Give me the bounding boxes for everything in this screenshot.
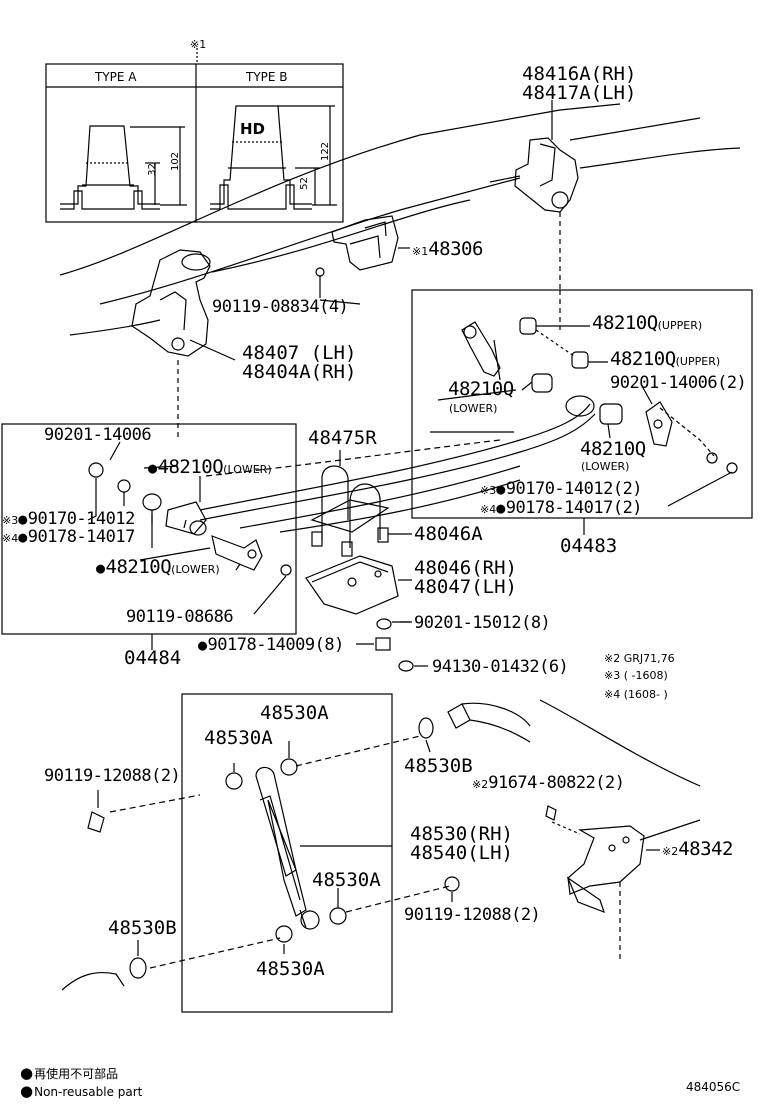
- label-90170-14012: ※390170-14012: [2, 509, 135, 530]
- label-48306: ※148306: [412, 240, 483, 261]
- label-48404a: 48404A(RH): [242, 361, 357, 383]
- label-04483: 04483: [560, 535, 618, 557]
- part-48210q-lower-l2: 48210Q: [96, 556, 172, 578]
- frame-outline: [59, 103, 741, 336]
- note-48210q-lower-l1: (LOWER): [223, 463, 272, 476]
- label-48475r: 48475R: [308, 427, 377, 449]
- hd-mark: HD: [240, 120, 266, 138]
- label-90178-14017: ※490178-14017: [2, 527, 135, 548]
- label-48530: 48530(RH): [410, 823, 513, 845]
- label-94130-01432: 94130-01432(6): [432, 657, 569, 677]
- dim-a-outer: 102: [170, 151, 182, 172]
- label-90119-08834: 90119-08834(4): [212, 297, 349, 317]
- top-mark: ※1: [190, 38, 207, 51]
- shock-mount-hardware: [61, 699, 701, 991]
- mark-90178-14017: ※4: [2, 532, 19, 545]
- label-48530a-1: 48530A: [260, 702, 329, 724]
- label-48530b-2: 48530B: [108, 917, 177, 939]
- label-48210q-upper-2: 48210Q(UPPER): [610, 350, 720, 371]
- label-48416a: 48416A(RH): [522, 63, 637, 85]
- figure-code: 484056C: [686, 1080, 741, 1094]
- note-48210q-lower-l2: (LOWER): [171, 563, 220, 576]
- dim-b-inner: 52: [298, 177, 310, 190]
- leader-lines: [109, 299, 517, 623]
- legend-en: Non-reusable part: [20, 1082, 142, 1100]
- dim-b-outer: 122: [320, 141, 332, 162]
- label-48417a: 48417A(LH): [522, 82, 637, 104]
- note-48210q-upper-1: (UPPER): [657, 319, 703, 332]
- kit-box-04484: [1, 423, 297, 650]
- label-90201-14006-2: 90201-14006(2): [610, 373, 747, 393]
- note-48210q-lower-r2: (LOWER): [581, 460, 630, 473]
- part-90178-14017: 90178-14017: [18, 527, 135, 547]
- u-bolt-assembly: [310, 450, 412, 557]
- part-48342: 48342: [678, 838, 733, 860]
- shock-absorber-box: [109, 693, 451, 1013]
- spring-seat-plate: [305, 555, 412, 615]
- part-91674-80822: 91674-80822(2): [488, 773, 625, 793]
- label-48530a-2: 48530A: [204, 727, 273, 749]
- dim-a-inner: 32: [146, 163, 158, 176]
- label-48530b-1: 48530B: [404, 755, 473, 777]
- label-48407: 48407 (LH): [242, 342, 357, 364]
- label-48210q-lower-r1: 48210Q: [448, 378, 514, 400]
- note-2: ※2 GRJ71,76: [604, 652, 675, 665]
- kit-box-04483: [411, 212, 753, 535]
- part-90170-14012: 90170-14012: [18, 509, 135, 529]
- label-90201-15012: 90201-15012(8): [414, 613, 551, 633]
- bump-stopper-bracket: [315, 215, 410, 298]
- label-91674-80822: ※291674-80822(2): [472, 774, 625, 794]
- legend-jp-text: 再使用不可部品: [20, 1067, 118, 1081]
- mark-90170-14012-2: ※3: [480, 484, 497, 497]
- mark-91674-80822: ※2: [472, 778, 489, 791]
- type-b-header: TYPE B: [246, 70, 288, 84]
- mark-48342: ※2: [662, 845, 679, 858]
- part-48210q-upper-2: 48210Q: [610, 348, 676, 370]
- note-48210q-lower-r1: (LOWER): [449, 402, 498, 415]
- note-48210q-upper-2: (UPPER): [675, 355, 721, 368]
- note-4: ※4 (1608- ): [604, 688, 668, 701]
- part-90178-14017-2: 90178-14017(2): [496, 498, 642, 518]
- part-48210q-upper-1: 48210Q: [592, 312, 658, 334]
- part-48210q-lower-l1: 48210Q: [148, 456, 224, 478]
- spring-hanger-rear: [131, 249, 236, 440]
- note-3: ※3 ( -1608): [604, 669, 668, 682]
- label-48046a: 48046A: [414, 523, 483, 545]
- label-48342: ※248342: [662, 840, 733, 861]
- label-48046: 48046(RH): [414, 557, 517, 579]
- label-48210q-lower-l1: 48210Q(LOWER): [148, 456, 272, 479]
- label-48210q-lower-l2: 48210Q(LOWER): [96, 556, 220, 579]
- part-90178-14009: 90178-14009(8): [198, 635, 344, 655]
- label-04484: 04484: [124, 647, 182, 669]
- mark-90170-14012: ※3: [2, 514, 19, 527]
- label-90119-08686: 90119-08686: [126, 607, 234, 627]
- mark-90178-14017-2: ※4: [480, 503, 497, 516]
- label-90170-14012-2: ※390170-14012(2): [480, 479, 643, 500]
- mark-48306: ※1: [412, 245, 429, 258]
- part-48306: 48306: [428, 238, 483, 260]
- legend-jp: 再使用不可部品: [20, 1064, 118, 1082]
- label-48530a-4: 48530A: [256, 958, 325, 980]
- label-90201-14006: 90201-14006: [44, 425, 152, 445]
- label-48210q-upper-1: 48210Q(UPPER): [592, 314, 702, 335]
- label-90178-14017-2: ※490178-14017(2): [480, 498, 643, 519]
- legend-en-text: Non-reusable part: [20, 1085, 142, 1099]
- part-90170-14012-2: 90170-14012(2): [496, 479, 642, 499]
- label-90119-12088-right: 90119-12088(2): [404, 905, 541, 925]
- type-a-header: TYPE A: [95, 70, 137, 84]
- label-48047: 48047(LH): [414, 576, 517, 598]
- label-90178-14009: 90178-14009(8): [198, 635, 344, 655]
- label-48210q-lower-r2: 48210Q: [580, 438, 646, 460]
- label-90119-12088-left: 90119-12088(2): [44, 766, 181, 786]
- label-48530a-3: 48530A: [312, 869, 381, 891]
- label-48540: 48540(LH): [410, 842, 513, 864]
- type-detail-box: [45, 48, 344, 223]
